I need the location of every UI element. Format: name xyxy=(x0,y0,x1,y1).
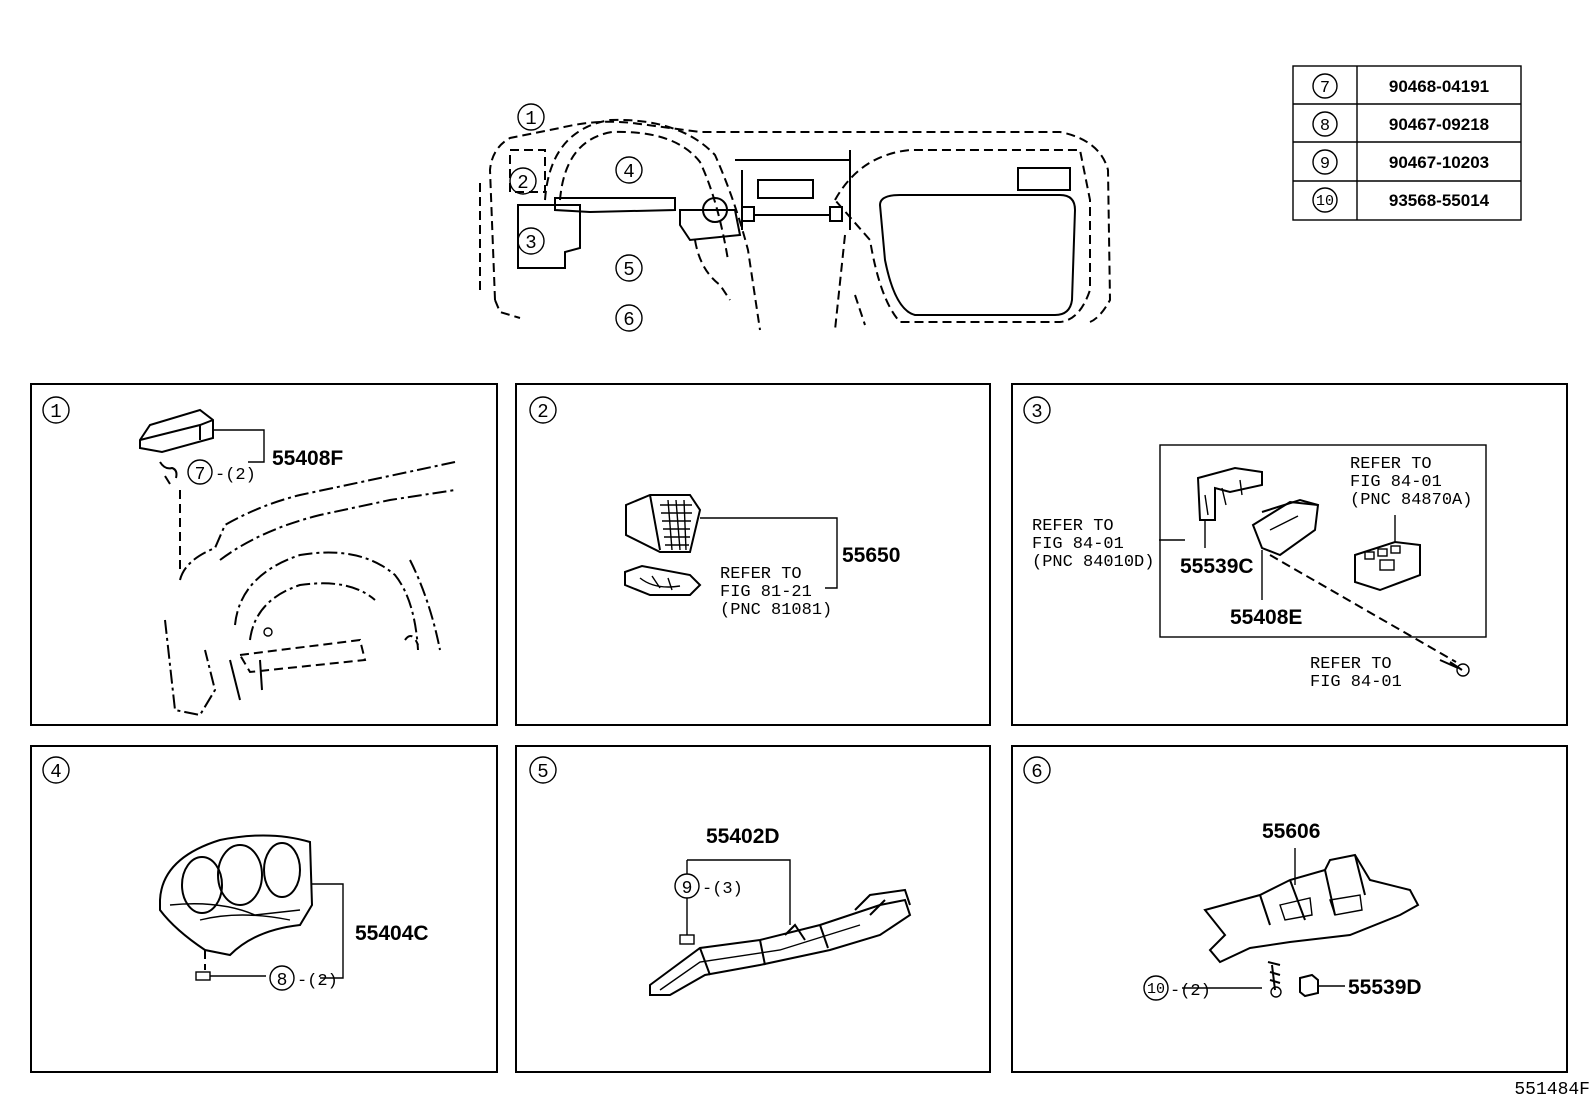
overview-callout-4: 4 xyxy=(615,156,643,184)
panel-1: 1 7 -(2) 55408F xyxy=(30,383,498,726)
table-row: 9 90467-10203 xyxy=(1312,149,1489,175)
svg-text:4: 4 xyxy=(623,161,634,183)
svg-text:6: 6 xyxy=(623,309,634,331)
overview-callout-5: 5 xyxy=(615,254,643,282)
svg-text:REFER TO: REFER TO xyxy=(720,565,802,584)
svg-text:9: 9 xyxy=(682,879,693,899)
svg-text:55650: 55650 xyxy=(842,544,900,567)
svg-text:90468-04191: 90468-04191 xyxy=(1389,77,1489,96)
svg-text:(PNC 81081): (PNC 81081) xyxy=(720,601,832,620)
figure-id: 551484F xyxy=(1514,1080,1590,1099)
svg-text:7: 7 xyxy=(1320,79,1330,98)
svg-text:5: 5 xyxy=(537,761,548,783)
svg-text:8: 8 xyxy=(277,971,288,991)
panel-6: 6 55606 10 -(2) 55539D xyxy=(1011,745,1568,1073)
svg-text:4: 4 xyxy=(50,761,61,783)
fastener-table: 7 90468-04191 8 90467-09218 9 90467-1020… xyxy=(1292,65,1522,221)
svg-text:55606: 55606 xyxy=(1262,820,1320,843)
svg-text:-(2): -(2) xyxy=(215,466,256,485)
svg-text:90467-10203: 90467-10203 xyxy=(1389,153,1489,172)
svg-text:55402D: 55402D xyxy=(706,825,780,848)
svg-text:2: 2 xyxy=(517,172,528,194)
svg-text:10: 10 xyxy=(1316,193,1334,210)
svg-text:REFER TO: REFER TO xyxy=(1310,655,1392,674)
svg-text:FIG 84-01: FIG 84-01 xyxy=(1032,535,1124,554)
svg-text:-(3): -(3) xyxy=(702,880,743,899)
svg-text:FIG 81-21: FIG 81-21 xyxy=(720,583,812,602)
panel-4: 4 55404C 8 -(2) xyxy=(30,745,498,1073)
svg-text:1: 1 xyxy=(50,401,61,423)
svg-text:55408E: 55408E xyxy=(1230,606,1302,629)
svg-text:-(2): -(2) xyxy=(297,972,338,991)
dashboard-overview: 1 2 3 4 5 6 xyxy=(479,103,1112,332)
svg-text:10: 10 xyxy=(1147,981,1165,998)
svg-text:55408F: 55408F xyxy=(272,447,343,470)
overview-callout-6: 6 xyxy=(615,304,643,332)
overview-callout-3: 3 xyxy=(517,227,545,255)
svg-text:FIG 84-01: FIG 84-01 xyxy=(1350,473,1442,492)
svg-text:7: 7 xyxy=(195,465,206,485)
svg-text:3: 3 xyxy=(1031,401,1042,423)
overview-callout-2: 2 xyxy=(509,167,537,195)
panel-3: 3 REFER TO FIG 84-01 (PNC 84010D) REFER … xyxy=(1011,383,1568,726)
svg-text:FIG 84-01: FIG 84-01 xyxy=(1310,673,1402,692)
svg-text:(PNC 84010D): (PNC 84010D) xyxy=(1032,553,1154,572)
svg-text:6: 6 xyxy=(1031,761,1042,783)
svg-text:3: 3 xyxy=(525,232,536,254)
svg-text:55539C: 55539C xyxy=(1180,555,1254,578)
svg-text:8: 8 xyxy=(1320,117,1330,136)
svg-text:REFER TO: REFER TO xyxy=(1350,455,1432,474)
svg-text:5: 5 xyxy=(623,259,634,281)
svg-text:93568-55014: 93568-55014 xyxy=(1389,191,1490,210)
table-row: 10 93568-55014 xyxy=(1312,187,1490,213)
svg-text:55539D: 55539D xyxy=(1348,976,1422,999)
overview-callout-1: 1 xyxy=(517,103,545,131)
svg-text:REFER TO: REFER TO xyxy=(1032,517,1114,536)
svg-text:55404C: 55404C xyxy=(355,922,429,945)
panel-2: 2 55650 REFER TO FIG 81-21 (PNC 81081) xyxy=(515,383,991,726)
table-row: 8 90467-09218 xyxy=(1312,111,1489,137)
svg-text:2: 2 xyxy=(537,401,548,423)
svg-text:90467-09218: 90467-09218 xyxy=(1389,115,1489,134)
svg-text:1: 1 xyxy=(525,108,536,130)
svg-text:9: 9 xyxy=(1320,155,1330,174)
panel-5: 5 55402D 9 -(3) xyxy=(515,745,991,1073)
table-row: 7 90468-04191 xyxy=(1312,73,1489,99)
svg-text:-(2): -(2) xyxy=(1170,982,1211,1001)
svg-text:(PNC 84870A): (PNC 84870A) xyxy=(1350,491,1472,510)
